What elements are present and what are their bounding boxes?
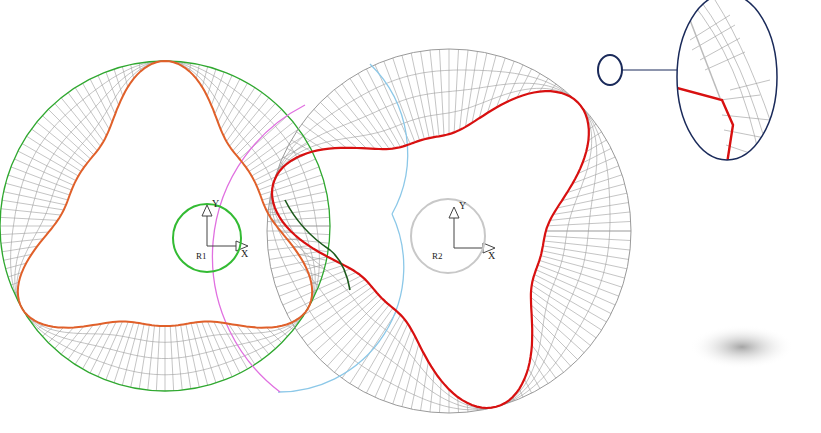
- mesh-curve: [11, 61, 320, 375]
- rotor-label: R2: [432, 251, 443, 261]
- axis-symbol: [202, 205, 495, 253]
- female-rotor-mesh: [267, 49, 631, 413]
- female-outer-circle: [267, 49, 631, 413]
- axis-label: Y: [212, 199, 219, 209]
- male-rotor-mesh: [0, 61, 330, 391]
- detail-marker: [598, 55, 622, 85]
- shaft-circle: R1: [172, 203, 242, 273]
- circle-outline: [410, 198, 486, 274]
- axis-label: X: [488, 251, 495, 261]
- male-outer-circle: [0, 61, 330, 391]
- detail-leader: [622, 70, 677, 71]
- axis-label: Y: [459, 201, 466, 211]
- mesh-curve: [270, 70, 610, 410]
- male-rotor-profile: [18, 61, 312, 328]
- mesh-curve: [272, 88, 592, 408]
- blue-arc: [278, 214, 404, 392]
- mesh-curve: [17, 61, 314, 342]
- axis-label: X: [241, 249, 248, 259]
- shaft-circle: R2: [410, 198, 486, 274]
- rotor-label: R1: [196, 251, 207, 261]
- zoom-detail: [677, 0, 780, 170]
- circle-outline: [172, 203, 242, 273]
- pink-arc: [212, 105, 305, 392]
- contact-line: [285, 200, 350, 290]
- female-rotor-profile: [272, 91, 589, 408]
- blue-arc: [370, 64, 408, 214]
- shadow: [690, 325, 794, 369]
- zoom-frame: [677, 0, 777, 160]
